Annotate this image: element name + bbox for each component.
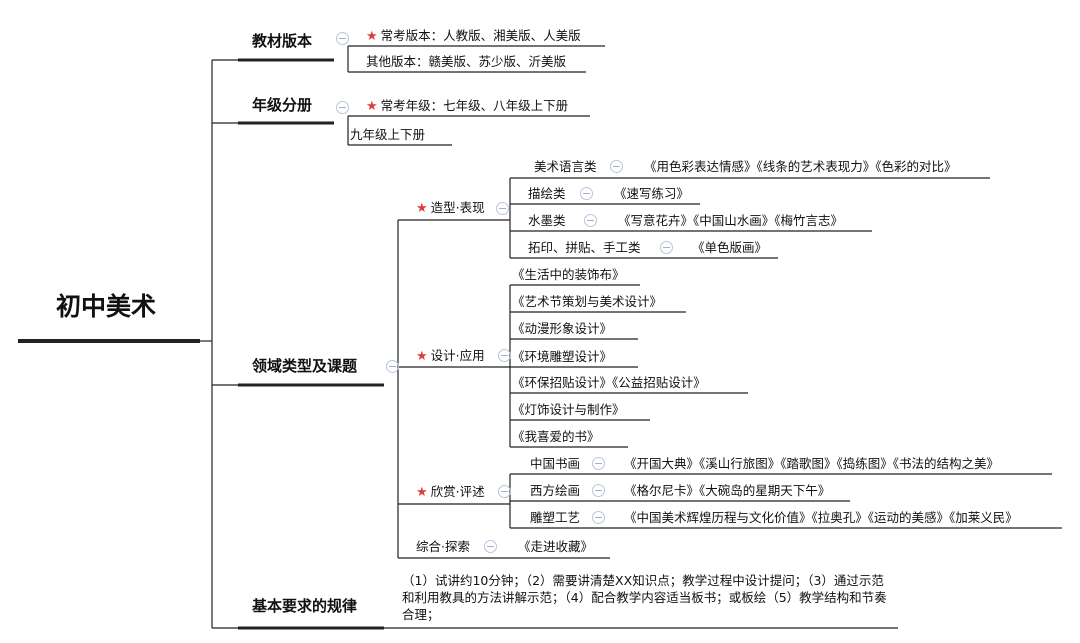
modeling-item-name[interactable]: 描绘类	[528, 186, 566, 201]
grade-item-ninth[interactable]: 九年级上下册	[350, 127, 426, 142]
design-course[interactable]: 《动漫形象设计》	[512, 321, 613, 336]
design-course[interactable]: 《环境雕塑设计》	[512, 349, 613, 364]
modeling-item-name[interactable]: 拓印、拼贴、手工类	[528, 240, 641, 255]
collapse-circle-icon[interactable]: −	[660, 241, 673, 254]
branch-textbook-title[interactable]: 教材版本	[252, 32, 313, 50]
collapse-circle-icon[interactable]: −	[592, 457, 605, 470]
design-course[interactable]: 《生活中的装饰布》	[512, 267, 625, 282]
appreciation-item-courses[interactable]: 《中国美术辉煌历程与文化价值》《拉奥孔》《运动的美感》《加莱义民》	[624, 510, 1018, 525]
collapse-circle-icon[interactable]: −	[496, 202, 509, 215]
design-course[interactable]: 《灯饰设计与制作》	[512, 402, 625, 417]
collapse-circle-icon[interactable]: −	[592, 511, 605, 524]
design-course[interactable]: 《环保招贴设计》《公益招贴设计》	[512, 375, 706, 390]
star-icon: ★	[366, 99, 378, 114]
domain-modeling-title[interactable]: ★造型·表现	[416, 200, 485, 216]
branch-rules-title[interactable]: 基本要求的规律	[252, 597, 358, 615]
collapse-circle-icon[interactable]: −	[498, 485, 511, 498]
appreciation-item-courses[interactable]: 《开国大典》《溪山行旅图》《踏歌图》《捣练图》《书法的结构之美》	[624, 456, 1000, 471]
collapse-circle-icon[interactable]: −	[592, 484, 605, 497]
collapse-circle-icon[interactable]: −	[498, 349, 511, 362]
modeling-item-courses[interactable]: 《单色版画》	[692, 240, 768, 255]
collapse-circle-icon[interactable]: −	[610, 160, 623, 173]
explore-courses[interactable]: 《走进收藏》	[518, 539, 594, 554]
modeling-item-courses[interactable]: 《写意花卉》《中国山水画》《梅竹言志》	[618, 213, 844, 228]
star-icon: ★	[416, 201, 428, 216]
appreciation-item-courses[interactable]: 《格尔尼卡》《大碗岛的星期天下午》	[624, 483, 831, 498]
rules-text[interactable]: （1）试讲约10分钟；（2）需要讲清楚XX知识点；教学过程中设计提问；（3）通过…	[402, 573, 887, 622]
collapse-circle-icon[interactable]: −	[386, 360, 399, 373]
domain-design-title[interactable]: ★设计·应用	[416, 348, 485, 364]
star-icon: ★	[366, 29, 378, 44]
root-title: 初中美术	[56, 292, 157, 321]
collapse-circle-icon[interactable]: −	[580, 187, 593, 200]
star-icon: ★	[416, 485, 428, 500]
branch-domain-title[interactable]: 领域类型及课题	[252, 357, 358, 375]
textbook-item-common[interactable]: ★常考版本：人教版、湘美版、人美版	[366, 28, 581, 44]
collapse-circle-icon[interactable]: −	[336, 101, 349, 114]
grade-item-common[interactable]: ★常考年级：七年级、八年级上下册	[366, 98, 569, 114]
domain-explore-title[interactable]: 综合·探索	[416, 539, 470, 554]
appreciation-item-name[interactable]: 中国书画	[530, 456, 581, 471]
appreciation-item-name[interactable]: 西方绘画	[530, 483, 581, 498]
branch-grade-title[interactable]: 年级分册	[252, 96, 313, 114]
modeling-item-courses[interactable]: 《速写练习》	[614, 186, 690, 201]
domain-appreciation-title[interactable]: ★欣赏·评述	[416, 484, 485, 500]
collapse-circle-icon[interactable]: −	[584, 214, 597, 227]
collapse-circle-icon[interactable]: −	[484, 540, 497, 553]
textbook-item-other[interactable]: 其他版本：赣美版、苏少版、沂美版	[366, 54, 567, 69]
design-course[interactable]: 《艺术节策划与美术设计》	[512, 294, 663, 309]
appreciation-item-name[interactable]: 雕塑工艺	[530, 510, 581, 525]
star-icon: ★	[416, 349, 428, 364]
collapse-circle-icon[interactable]: −	[336, 32, 349, 45]
modeling-item-name[interactable]: 水墨类	[528, 213, 566, 228]
design-course[interactable]: 《我喜爱的书》	[512, 429, 600, 444]
modeling-item-courses[interactable]: 《用色彩表达情感》《线条的艺术表现力》《色彩的对比》	[644, 159, 957, 174]
modeling-item-name[interactable]: 美术语言类	[534, 159, 597, 174]
